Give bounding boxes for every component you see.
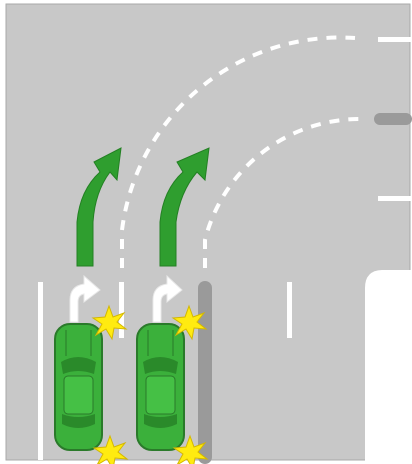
cross-lane-median [374, 113, 412, 125]
white-lane-arrow [69, 274, 101, 323]
car-icon [54, 323, 103, 451]
car-roof [145, 375, 176, 415]
white-lane-arrow [152, 274, 183, 323]
cross-lane-marking-bottom [378, 196, 412, 201]
turn-guide-inner [203, 116, 364, 268]
curb-corner [365, 270, 412, 464]
blinker-flash-icon [92, 434, 129, 464]
blinker-flash-icon [172, 434, 209, 464]
blinker-flash-icon [171, 304, 208, 341]
lane-divider-line [119, 282, 124, 338]
car-windshield [61, 357, 96, 374]
center-median [198, 281, 212, 464]
car-roof [63, 375, 94, 415]
car-windshield [143, 357, 178, 374]
blinker-flash-icon [91, 304, 128, 341]
left-edge-line [38, 282, 43, 460]
green-turn-arrow [76, 147, 122, 267]
green-turn-arrow [159, 147, 210, 267]
opposing-lane-line [287, 282, 292, 338]
cross-lane-marking-top [378, 37, 412, 42]
car-rear-window [62, 414, 95, 428]
car-rear-window [144, 414, 177, 428]
car-icon [136, 323, 185, 451]
turn-guide-outer [120, 35, 356, 268]
